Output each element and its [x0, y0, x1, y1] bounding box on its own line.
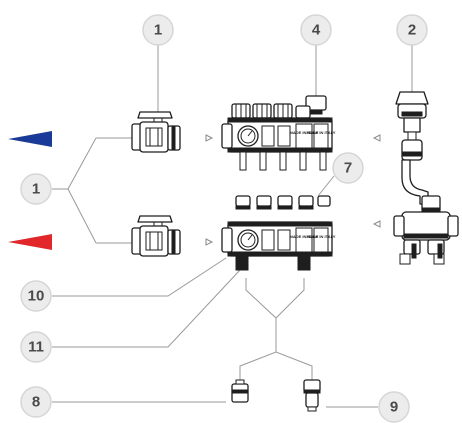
- ball-valve-top: [131, 111, 181, 153]
- gauge-label-bottom-left: MADE IN ITALY: [290, 234, 319, 239]
- callout-1-left: 1: [20, 173, 52, 205]
- supply-arrow: [8, 131, 52, 147]
- svg-text:4: 4: [312, 22, 321, 39]
- marker-right-top: [372, 134, 381, 142]
- direction-markers: [205, 134, 381, 246]
- svg-text:10: 10: [28, 288, 45, 305]
- leader-7: [317, 175, 335, 197]
- callout-10: 10: [20, 280, 52, 312]
- marker-left-bottom: [205, 238, 214, 246]
- svg-text:1: 1: [32, 181, 40, 198]
- leader-10: [52, 257, 227, 297]
- callout-9: 9: [378, 391, 410, 423]
- return-arrow: [8, 234, 52, 250]
- fitting-8: [231, 379, 249, 403]
- ball-valve-bottom: [131, 215, 181, 257]
- callout-8: 8: [20, 386, 52, 418]
- leader-1-d: [67, 188, 97, 244]
- callout-7: 7: [332, 152, 364, 184]
- manifold-top: MADE IN ITALY MADE IN ITALY: [221, 95, 336, 171]
- svg-text:7: 7: [344, 160, 352, 177]
- callout-11: 11: [20, 331, 52, 363]
- svg-text:11: 11: [28, 339, 44, 356]
- callout-2: 2: [396, 14, 428, 46]
- marker-left-top: [205, 134, 214, 142]
- svg-text:1: 1: [154, 22, 162, 39]
- marker-right-bottom: [372, 220, 381, 228]
- leader-1-b: [67, 137, 97, 190]
- gauge-label-top-right: MADE IN ITALY: [307, 130, 336, 135]
- leader-tree-c: [239, 351, 313, 380]
- svg-text:2: 2: [408, 22, 416, 39]
- svg-text:8: 8: [32, 394, 40, 411]
- leader-tree-a: [245, 278, 305, 319]
- callout-4: 4: [300, 14, 332, 46]
- pump-group-assembly: [393, 91, 459, 265]
- svg-text:9: 9: [390, 399, 398, 416]
- leader-lines: [52, 45, 413, 408]
- leader-11: [52, 269, 241, 348]
- gauge-label-top-left: MADE IN ITALY: [290, 130, 319, 135]
- fitting-9: [303, 379, 321, 412]
- manifold-bottom: MADE IN ITALY MADE IN ITALY: [221, 195, 336, 271]
- callout-1-top: 1: [142, 14, 174, 46]
- gauge-label-bottom-right: MADE IN ITALY: [307, 234, 336, 239]
